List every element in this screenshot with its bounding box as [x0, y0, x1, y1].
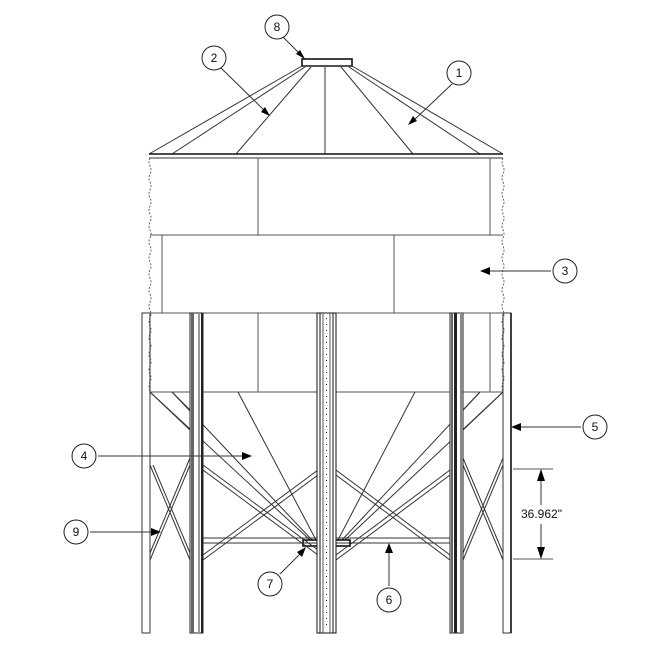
outer-leg [502, 312, 512, 634]
roof-cap [301, 58, 353, 67]
callout-5: 5 [582, 414, 608, 440]
svg-text:1: 1 [456, 66, 463, 80]
callout-6: 6 [376, 587, 402, 613]
svg-text:7: 7 [267, 577, 274, 591]
callout-3: 3 [552, 258, 578, 284]
callout-2: 2 [201, 45, 227, 71]
callout-9: 9 [63, 519, 89, 545]
roof [148, 58, 504, 159]
callout-8: 8 [264, 14, 290, 40]
callout-1: 1 [446, 60, 472, 86]
svg-text:8: 8 [274, 20, 281, 34]
svg-text:9: 9 [73, 525, 80, 539]
dimension-label: 36.962" [521, 507, 562, 521]
svg-text:5: 5 [592, 420, 599, 434]
cross-bracing [149, 391, 504, 561]
callout-leaders [90, 36, 581, 586]
callout-4: 4 [71, 443, 97, 469]
dimension: 36.962" [513, 468, 566, 560]
callout-7: 7 [257, 571, 283, 597]
legs [141, 312, 512, 634]
svg-text:3: 3 [562, 264, 569, 278]
svg-text:4: 4 [81, 449, 88, 463]
svg-text:6: 6 [386, 593, 393, 607]
outer-leg-left [141, 312, 151, 634]
svg-text:2: 2 [211, 51, 218, 65]
